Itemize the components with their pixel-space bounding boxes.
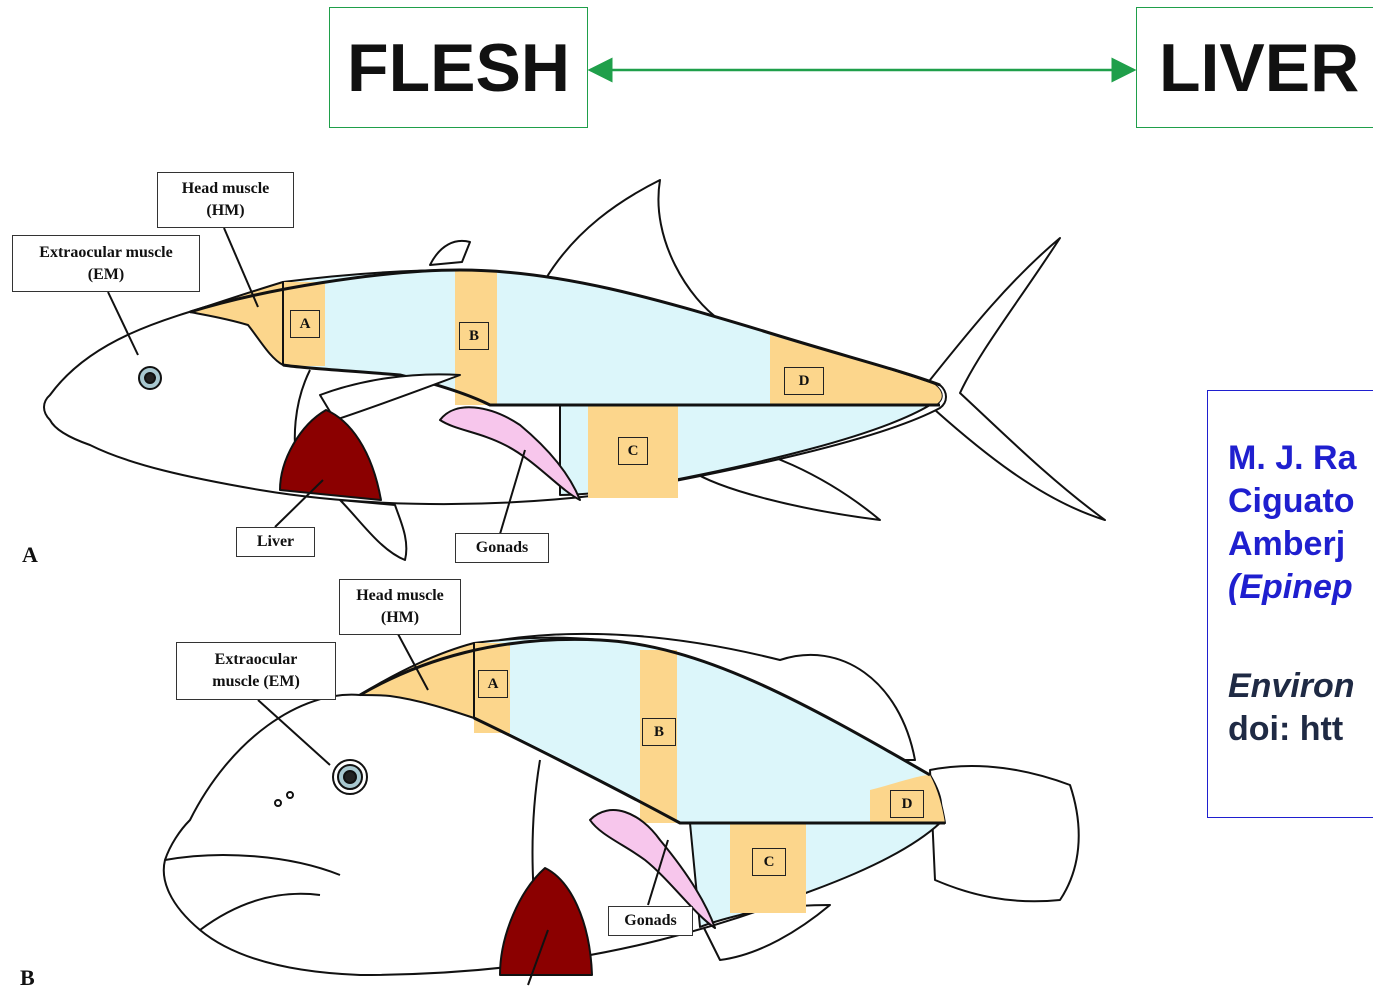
citation-title-line1: Ciguato [1228, 480, 1373, 523]
fish-b-segment-a: A [478, 670, 508, 698]
fish-b-segment-d: D [890, 790, 924, 818]
fish-a-head-muscle-line2: (HM) [158, 200, 293, 222]
panel-b-letter: B [20, 965, 35, 991]
citation-title-line3: (Epinep [1228, 566, 1373, 609]
fish-a-head-muscle-label: Head muscle (HM) [157, 172, 294, 228]
fish-a-segment-b: B [459, 322, 489, 350]
fish-b-tail [930, 766, 1079, 901]
citation-title-line2: Amberj [1228, 523, 1373, 566]
flesh-title: FLESH [329, 7, 588, 128]
panel-a-letter: A [22, 542, 38, 568]
citation-doi: doi: htt [1228, 708, 1373, 751]
citation-authors: M. J. Ra [1228, 437, 1373, 480]
fish-b-segment-c: C [752, 848, 786, 876]
fish-b-extraocular-label: Extraocular muscle (EM) [176, 642, 336, 700]
fish-a-head-muscle-line1: Head muscle [158, 178, 293, 200]
fish-a-tail [930, 238, 1105, 520]
fish-b-gonads-label: Gonads [608, 906, 693, 936]
fish-b-head-muscle-line2: (HM) [340, 607, 460, 629]
fish-a-pelvic-fin [340, 500, 406, 560]
fish-a-extraocular-label: Extraocular muscle (EM) [12, 235, 200, 292]
citation-journal: Environ [1228, 665, 1373, 708]
fish-b-extraocular-line1: Extraocular [177, 649, 335, 671]
fish-b-extraocular-line2: muscle (EM) [177, 671, 335, 693]
fish-a-segment-d: D [784, 367, 824, 395]
liver-title: LIVER [1136, 7, 1373, 128]
fish-a-segment-a: A [290, 310, 320, 338]
fish-a-liver-label: Liver [236, 527, 315, 557]
fish-b-segment-b: B [642, 718, 676, 746]
fish-a [44, 180, 1105, 560]
fish-a-first-dorsal-fin [430, 241, 470, 265]
fish-b-head-muscle-line1: Head muscle [340, 585, 460, 607]
fish-a-gonads-label: Gonads [455, 533, 549, 563]
fish-b-head-muscle-label: Head muscle (HM) [339, 579, 461, 635]
fish-a-segment-c: C [618, 437, 648, 465]
citation-box: M. J. Ra Ciguato Amberj (Epinep Environ … [1207, 390, 1373, 818]
fish-a-extraocular-line2: (EM) [13, 264, 199, 286]
fish-a-extraocular-line1: Extraocular muscle [13, 242, 199, 264]
